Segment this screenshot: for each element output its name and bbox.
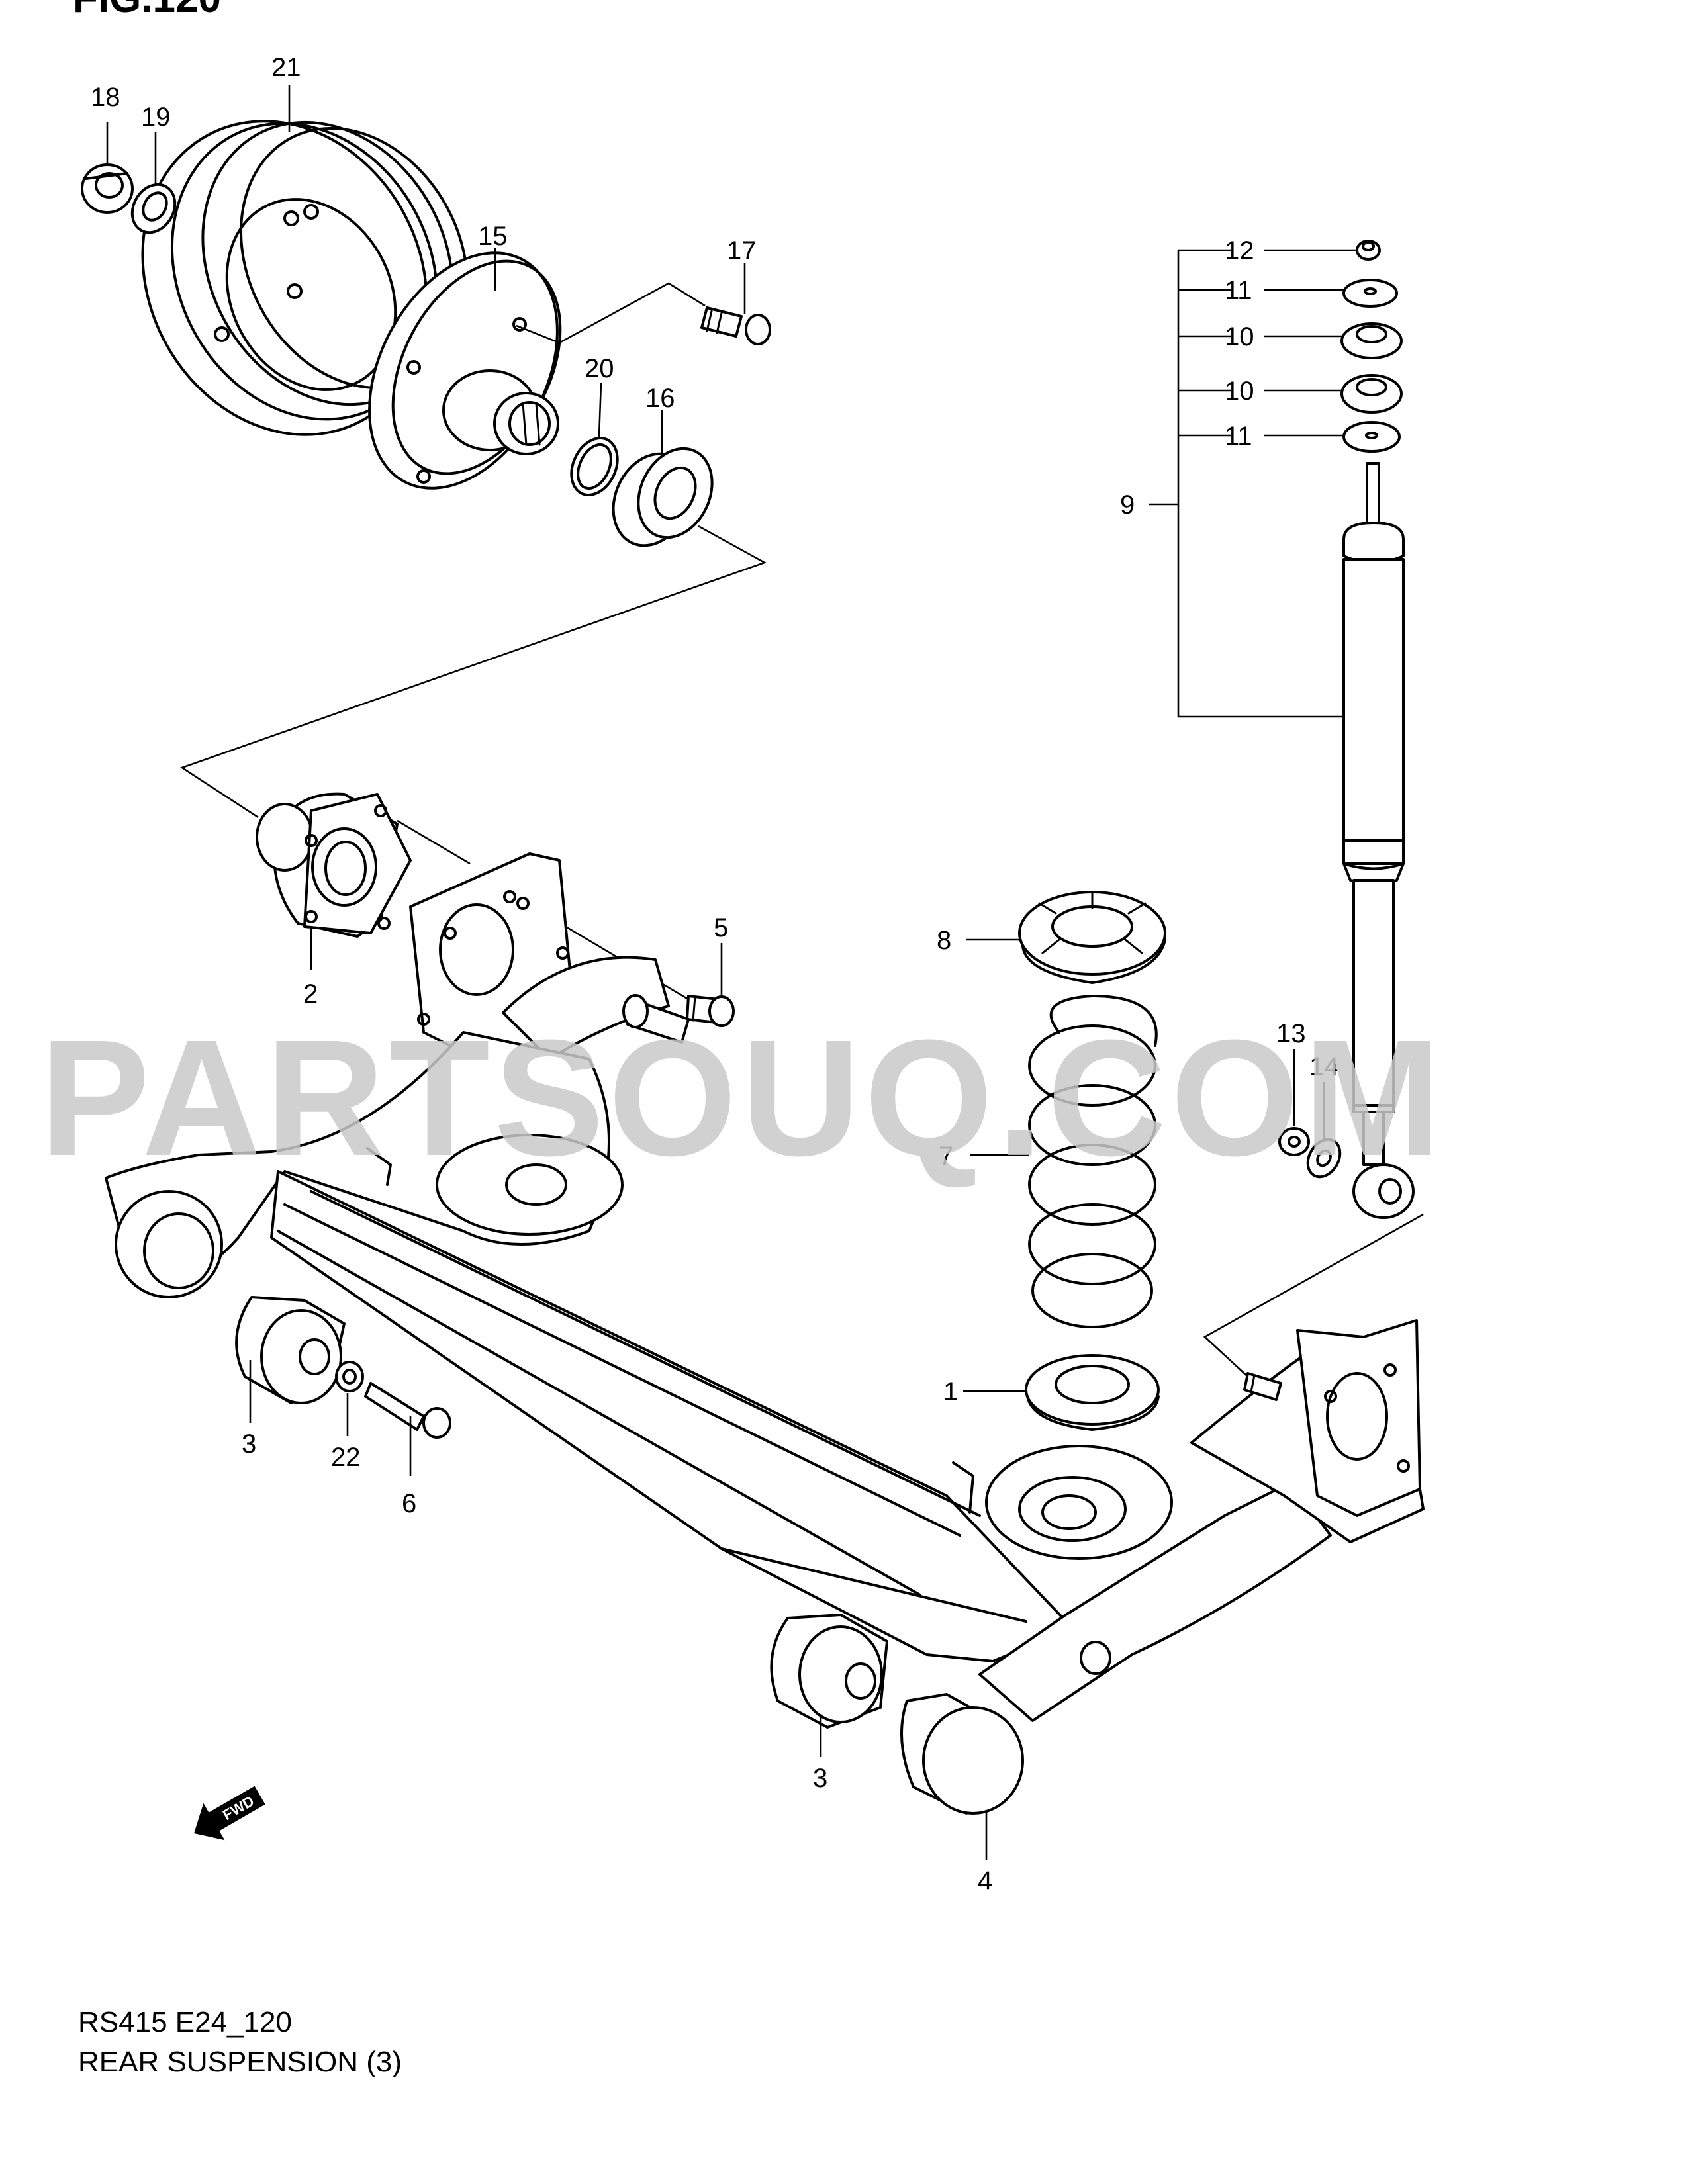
part-8-spring-seat[interactable] [1018, 891, 1166, 984]
callout-15[interactable]: 15 [478, 222, 508, 251]
callout-18[interactable]: 18 [91, 83, 120, 112]
part-22-washer[interactable] [335, 1361, 364, 1392]
callout-10b[interactable]: 10 [1225, 377, 1254, 406]
part-1-spring-lower-seat[interactable] [1025, 1354, 1160, 1431]
watermark: PARTSOUQ.COM [40, 1005, 1445, 1190]
part-3-bushing-right[interactable] [770, 1614, 888, 1729]
callout-20[interactable]: 20 [585, 354, 614, 383]
part-11-washer-lower[interactable] [1342, 421, 1401, 453]
callout-10a[interactable]: 10 [1225, 322, 1254, 351]
part-5-bolt[interactable] [686, 995, 735, 1027]
callout-7[interactable]: 7 [939, 1142, 953, 1171]
part-7-coil-spring[interactable] [1028, 995, 1158, 1328]
callout-12[interactable]: 12 [1225, 236, 1254, 265]
callout-16[interactable]: 16 [645, 384, 675, 413]
callout-5[interactable]: 5 [714, 913, 728, 942]
part-9-shock-absorber[interactable] [1342, 462, 1415, 1219]
part-17-wheel-stud[interactable] [700, 306, 771, 345]
part-2-hub-flange[interactable] [256, 792, 412, 938]
part-16-bearing[interactable] [599, 437, 726, 559]
part-15-wheel-hub[interactable] [331, 221, 595, 521]
callout-3a[interactable]: 3 [242, 1430, 256, 1459]
assembly-line-stud [516, 282, 706, 344]
figure-title: FIG.120 [73, 0, 221, 21]
callout-2[interactable]: 2 [303, 979, 318, 1009]
part-3-bushing-left[interactable] [235, 1296, 346, 1404]
part-10-bushing-upper[interactable] [1340, 322, 1403, 359]
figure-caption: REAR SUSPENSION (3) [78, 2046, 402, 2078]
callout-19[interactable]: 19 [141, 103, 171, 132]
part-18-nut[interactable] [81, 163, 134, 214]
callout-6[interactable]: 6 [402, 1489, 416, 1518]
assembly-line-shock [1203, 1213, 1424, 1377]
part-4-bushing[interactable] [900, 1693, 1024, 1815]
part-10-bushing-lower[interactable] [1340, 374, 1403, 414]
callout-11a[interactable]: 11 [1225, 276, 1252, 305]
model-code: RS415 E24_120 [78, 2006, 292, 2038]
rear-axle-beam[interactable] [105, 852, 1425, 1722]
part-20-snap-ring[interactable] [563, 431, 626, 503]
part-11-washer-upper[interactable] [1342, 279, 1398, 308]
callout-4[interactable]: 4 [978, 1866, 992, 1895]
fwd-arrow-icon: FWD [194, 1786, 265, 1841]
bracket-part-9 [1177, 249, 1344, 718]
assembly-line-hub [180, 525, 767, 819]
callout-8[interactable]: 8 [937, 926, 951, 955]
callout-1[interactable]: 1 [943, 1377, 958, 1406]
callout-22[interactable]: 22 [331, 1443, 361, 1472]
callout-11b[interactable]: 11 [1225, 422, 1252, 451]
callout-14[interactable]: 14 [1309, 1052, 1339, 1081]
callout-3b[interactable]: 3 [813, 1764, 827, 1793]
part-14-washer[interactable] [1301, 1134, 1346, 1183]
callout-9[interactable]: 9 [1120, 490, 1135, 520]
part-13-nut[interactable] [1278, 1127, 1310, 1156]
callout-13[interactable]: 13 [1276, 1019, 1306, 1048]
callout-17[interactable]: 17 [727, 236, 757, 265]
callout-21[interactable]: 21 [271, 53, 301, 82]
part-19-washer[interactable] [124, 177, 183, 240]
part-12-nut[interactable] [1356, 240, 1381, 261]
part-6-bolt[interactable] [364, 1382, 451, 1439]
